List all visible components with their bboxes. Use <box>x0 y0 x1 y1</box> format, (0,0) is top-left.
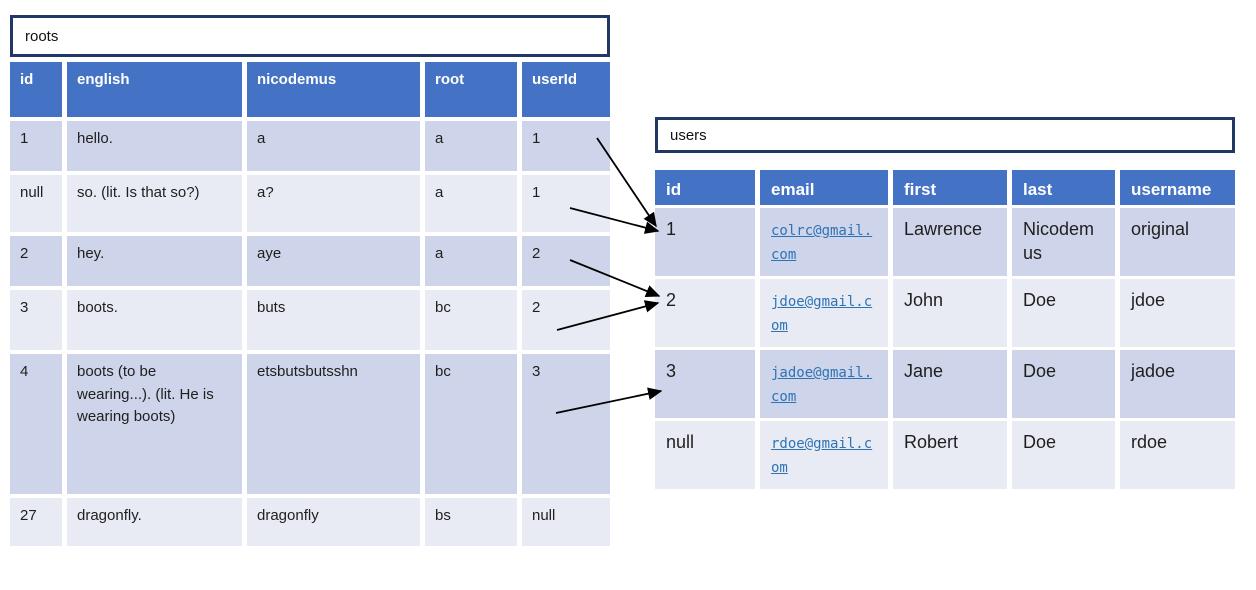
roots-table: id english nicodemus root userId 1 hello… <box>10 62 610 546</box>
cell-username: rdoe <box>1120 421 1235 489</box>
cell-id: 3 <box>655 350 755 418</box>
cell-first: Robert <box>893 421 1007 489</box>
cell-email: jadoe@gmail.com <box>760 350 888 418</box>
cell-last: Doe <box>1012 279 1115 347</box>
column-header-nicodemus: nicodemus <box>247 62 420 117</box>
column-header-id: id <box>10 62 62 117</box>
cell-last: Doe <box>1012 350 1115 418</box>
cell-userId: 2 <box>522 236 610 286</box>
cell-id: null <box>10 175 62 232</box>
email-link[interactable]: colrc@gmail.com <box>771 223 873 264</box>
cell-email: rdoe@gmail.com <box>760 421 888 489</box>
cell-username: jdoe <box>1120 279 1235 347</box>
cell-nicodemus: a <box>247 121 420 171</box>
cell-root: bs <box>425 498 517 546</box>
cell-userId: null <box>522 498 610 546</box>
cell-email: colrc@gmail.com <box>760 208 888 276</box>
cell-root: a <box>425 175 517 232</box>
users-table: id email first last username 1 colrc@gma… <box>655 170 1235 489</box>
cell-nicodemus: aye <box>247 236 420 286</box>
cell-userId: 1 <box>522 121 610 171</box>
cell-english: boots. <box>67 290 242 350</box>
cell-username: original <box>1120 208 1235 276</box>
cell-nicodemus: dragonfly <box>247 498 420 546</box>
column-header-first: first <box>893 170 1007 205</box>
cell-userId: 2 <box>522 290 610 350</box>
cell-id: 1 <box>655 208 755 276</box>
cell-first: Lawrence <box>893 208 1007 276</box>
cell-first: Jane <box>893 350 1007 418</box>
roots-table-title: roots <box>10 15 610 57</box>
cell-first: John <box>893 279 1007 347</box>
users-title-label: users <box>670 126 707 144</box>
cell-last: Nicodemus <box>1012 208 1115 276</box>
cell-id: 27 <box>10 498 62 546</box>
column-header-id: id <box>655 170 755 205</box>
column-header-root: root <box>425 62 517 117</box>
cell-email: jdoe@gmail.com <box>760 279 888 347</box>
cell-last: Doe <box>1012 421 1115 489</box>
cell-nicodemus: etsbutsbutsshn <box>247 354 420 494</box>
column-header-email: email <box>760 170 888 205</box>
cell-english: hey. <box>67 236 242 286</box>
cell-root: bc <box>425 290 517 350</box>
cell-id: 1 <box>10 121 62 171</box>
cell-root: bc <box>425 354 517 494</box>
cell-root: a <box>425 236 517 286</box>
email-link[interactable]: jadoe@gmail.com <box>771 365 873 406</box>
column-header-english: english <box>67 62 242 117</box>
users-table-title: users <box>655 117 1235 153</box>
cell-userId: 3 <box>522 354 610 494</box>
cell-nicodemus: a? <box>247 175 420 232</box>
email-link[interactable]: rdoe@gmail.com <box>771 436 873 477</box>
column-header-userId: userId <box>522 62 610 117</box>
cell-english: boots (to be wearing...). (lit. He is we… <box>67 354 242 494</box>
email-link[interactable]: jdoe@gmail.com <box>771 294 873 335</box>
cell-username: jadoe <box>1120 350 1235 418</box>
cell-root: a <box>425 121 517 171</box>
cell-id: 4 <box>10 354 62 494</box>
cell-id: 2 <box>10 236 62 286</box>
cell-id: 2 <box>655 279 755 347</box>
cell-english: dragonfly. <box>67 498 242 546</box>
cell-english: hello. <box>67 121 242 171</box>
cell-english: so. (lit. Is that so?) <box>67 175 242 232</box>
cell-id: 3 <box>10 290 62 350</box>
column-header-username: username <box>1120 170 1235 205</box>
column-header-last: last <box>1012 170 1115 205</box>
cell-userId: 1 <box>522 175 610 232</box>
cell-id: null <box>655 421 755 489</box>
cell-nicodemus: buts <box>247 290 420 350</box>
roots-title-label: roots <box>25 27 59 45</box>
